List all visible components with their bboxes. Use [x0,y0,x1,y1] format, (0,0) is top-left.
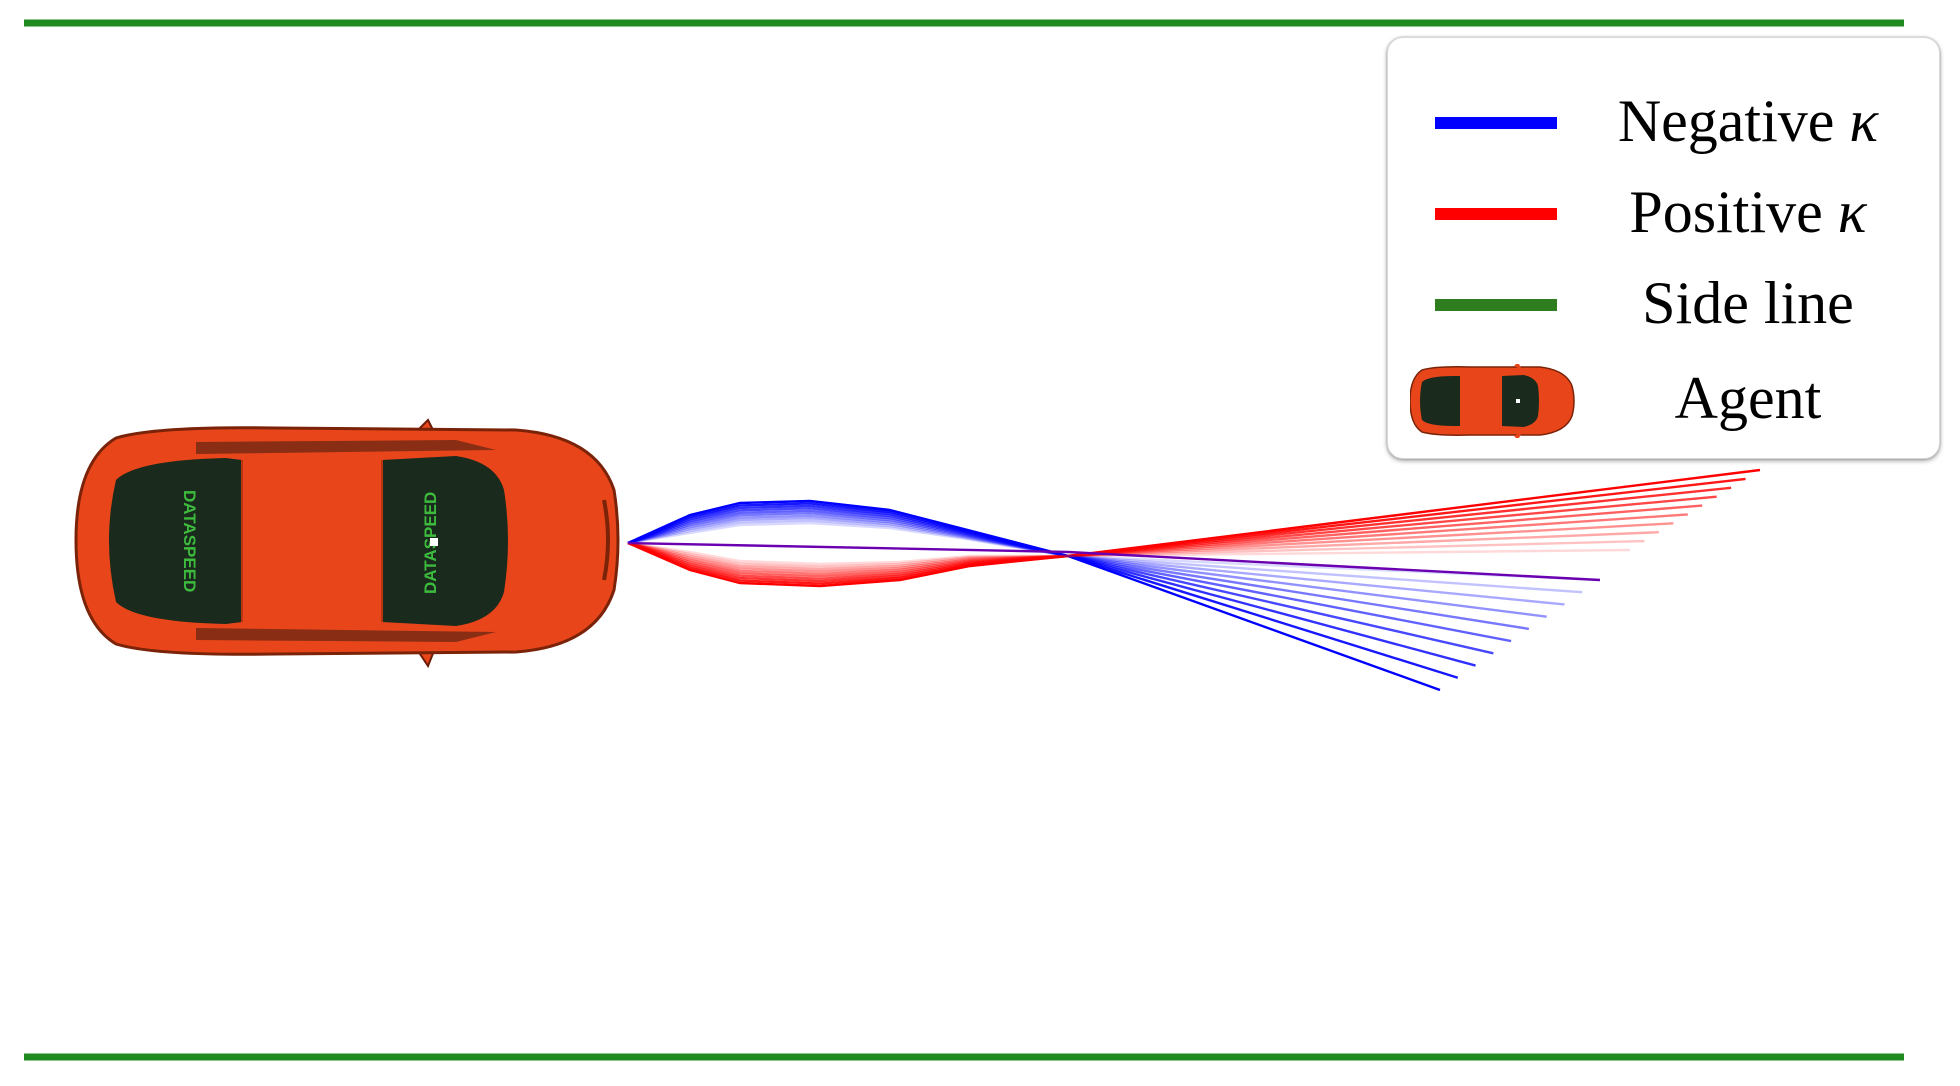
rear-window [109,458,242,624]
front-windshield [382,456,508,626]
positive-kappa-path [627,541,1631,566]
legend-item-positive: Positive κ [1388,172,1939,252]
legend-swatch-negative [1435,117,1557,129]
car-brand-rear: DATASPEED [180,490,199,592]
legend-item-negative: Negative κ [1388,81,1939,161]
agent-car: DATASPEED DATASPEED [74,418,620,669]
legend-label-side-line: Side line [1642,270,1854,336]
zero-kappa-path [627,541,1601,582]
trajectory-paths [627,468,1761,692]
legend-swatch-positive [1435,208,1557,220]
legend-item-agent: Agent [1388,358,1939,438]
legend-car-icon [1410,364,1575,438]
positive-kappa-path [627,522,1674,573]
positive-kappa-path [627,539,1645,568]
positive-kappa-path [627,513,1688,575]
legend-label-negative: Negative κ [1617,88,1879,154]
car-brand-front-mark [430,538,438,546]
legend-label-positive: Positive κ [1629,179,1867,245]
side-window-bottom [196,628,496,642]
negative-kappa-path [627,521,1601,582]
positive-kappa-path [627,531,1659,571]
legend: Negative κ Positive κ Side line Agent [1387,37,1940,459]
side-window-top [196,440,496,454]
legend-label-agent: Agent [1674,365,1822,431]
legend-item-side-line: Side line [1388,263,1939,343]
legend-swatch-side-line [1435,299,1557,311]
